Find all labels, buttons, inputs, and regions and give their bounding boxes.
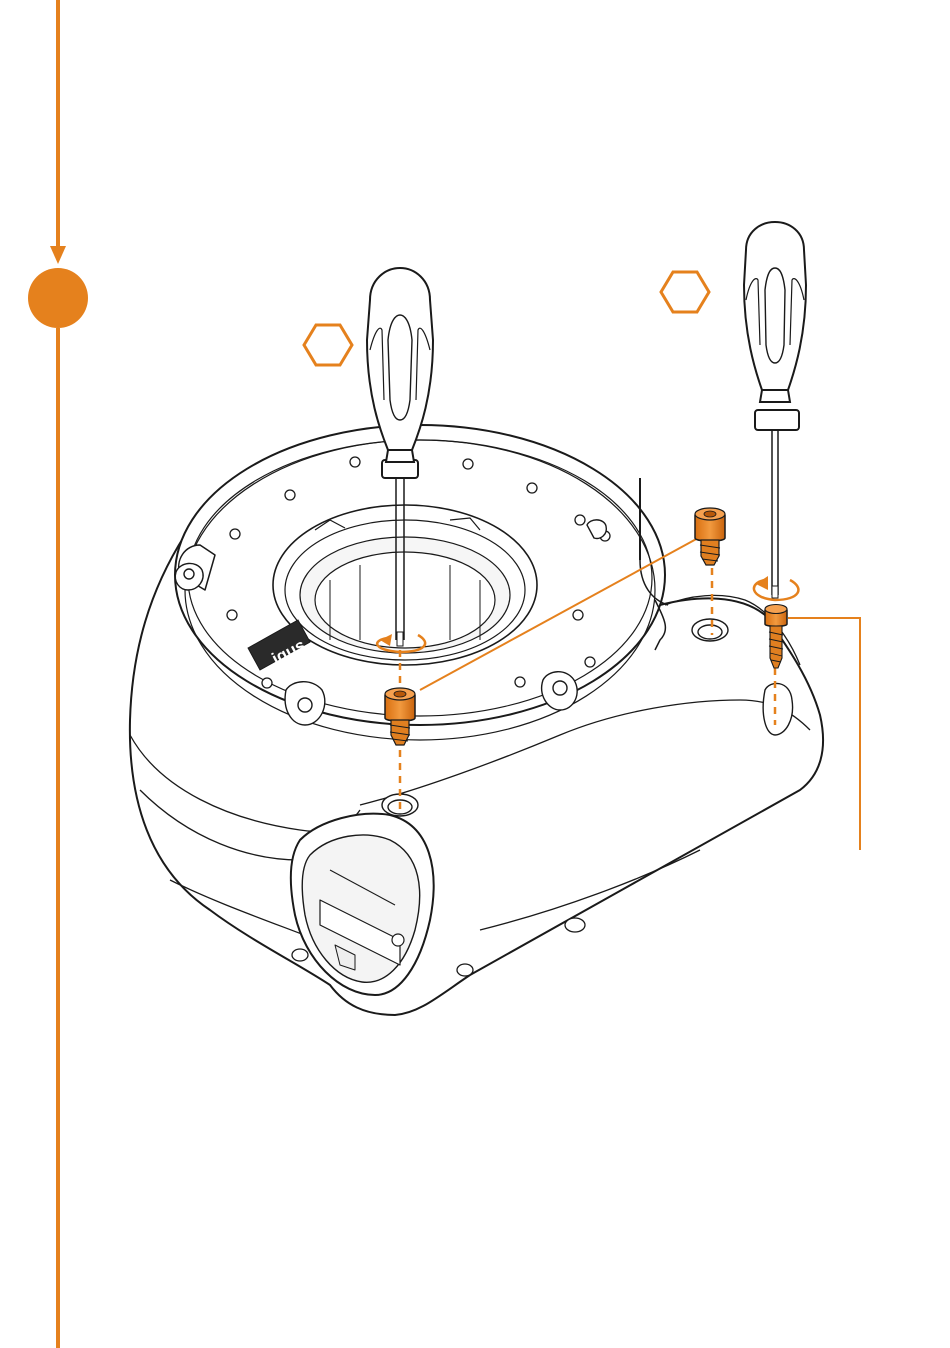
hex-key-icon [661, 272, 709, 312]
step-timeline [28, 0, 88, 1348]
hex-key-icon [304, 325, 352, 365]
screw-right-short [695, 508, 725, 565]
timeline-arrow-icon [50, 246, 66, 264]
step-marker [28, 268, 88, 328]
screwdriver-right [744, 222, 806, 598]
